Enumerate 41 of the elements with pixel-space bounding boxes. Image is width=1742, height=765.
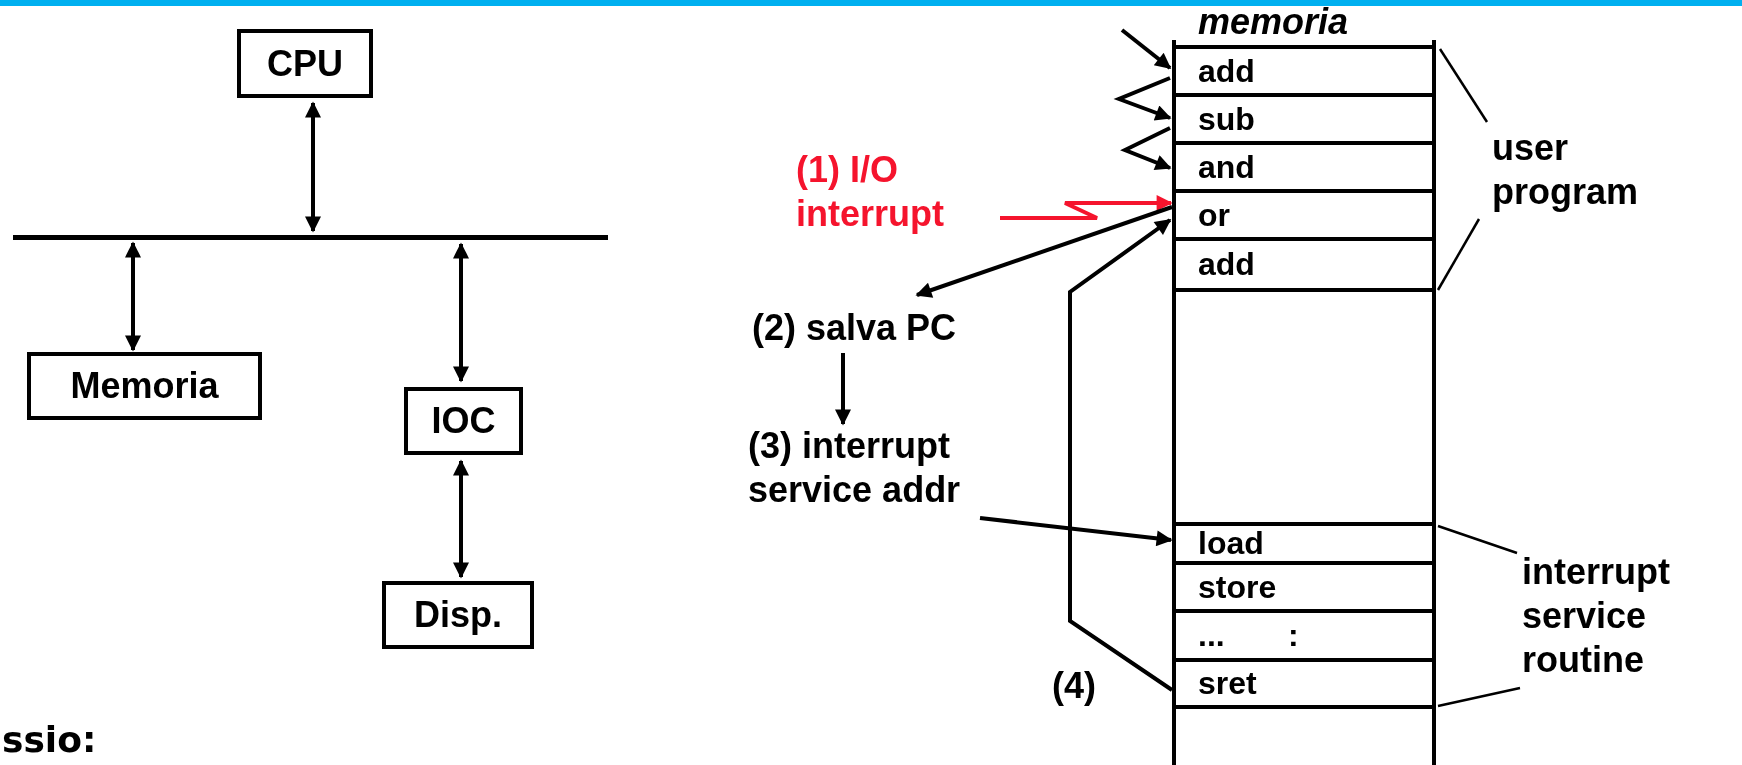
arrow [305, 101, 321, 233]
component-box [404, 387, 523, 455]
continuation-mark: : [1288, 616, 1299, 655]
arrow [1120, 126, 1172, 171]
step-label: user program [1492, 126, 1682, 214]
instruction-label: store [1198, 568, 1277, 607]
instruction-label: load [1198, 526, 1264, 561]
arrow [1068, 218, 1174, 692]
arrow [1120, 28, 1172, 70]
instruction-label: and [1198, 148, 1255, 187]
instruction-label: or [1198, 196, 1230, 235]
component-label: Memoria [70, 365, 219, 407]
leader-line [1438, 48, 1489, 123]
instruction-label: sret [1198, 664, 1257, 703]
component-label: Disp. [414, 594, 502, 636]
step-label: (3) interrupt service addr [748, 424, 1048, 512]
arrow [453, 242, 469, 383]
step-label: (1) I/O interrupt [796, 148, 996, 236]
leader-line [1437, 524, 1518, 555]
component-label: IOC [431, 400, 496, 442]
component-box [27, 352, 262, 420]
arrow [453, 459, 469, 579]
note-text: ssio: [2, 718, 97, 762]
leader-line [1437, 686, 1521, 708]
component-label: CPU [267, 42, 343, 85]
arrow [1113, 76, 1172, 121]
arrow [979, 516, 1173, 547]
arrow [1000, 195, 1173, 220]
instruction-label: add [1198, 52, 1255, 91]
component-box [382, 581, 534, 649]
leader-line [1436, 218, 1481, 291]
instruction-label: ... [1198, 616, 1225, 655]
arrow [835, 353, 851, 426]
component-box [237, 29, 373, 98]
step-label: interrupt service routine [1522, 550, 1732, 682]
instruction-label: add [1198, 245, 1255, 284]
column-heading: memoria [1198, 0, 1349, 44]
instruction-label: sub [1198, 100, 1255, 139]
arrow [125, 241, 141, 352]
step-label: (2) salva PC [752, 306, 1052, 350]
arrow [915, 205, 1173, 298]
